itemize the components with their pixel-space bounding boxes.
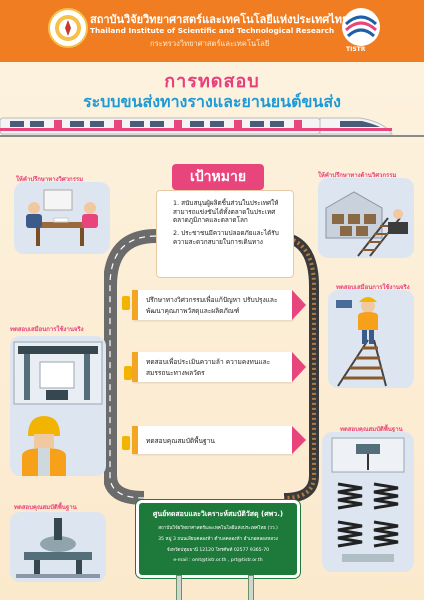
machine-test-illustration bbox=[10, 336, 106, 476]
sign-title: ศูนย์ทดสอบและวิเคราะห์สมบัติวัสดุ (ศพว.) bbox=[152, 510, 284, 518]
tistr-emblem-icon bbox=[48, 8, 88, 48]
step-basic-properties: ทดสอบคุณสมบัติพื้นฐาน bbox=[132, 426, 306, 454]
sign-post-right bbox=[248, 575, 254, 600]
step-consulting: ปรึกษาทางวิศวกรรมเพื่อแก้ปัญหา ปรับปรุงแ… bbox=[132, 290, 306, 320]
label-right-bottom: ทดสอบคุณสมบัติพื้นฐาน bbox=[340, 426, 403, 433]
tistr-logo-label: TISTR bbox=[346, 46, 366, 53]
label-left-bottom: ทดสอบคุณสมบัติพื้นฐาน bbox=[14, 504, 77, 511]
step-fatigue-test-text: ทดสอบเพื่อประเมินความล้า ความคงทนและสมรร… bbox=[146, 358, 271, 377]
sign-line-2: 35 หมู่ 3 ถนนเลียบคลองห้า ตำบลคลองห้า อำ… bbox=[158, 537, 278, 542]
sign-line-4: e-mail : omt@tistr.or.th , prt@tistr.or.… bbox=[173, 558, 263, 563]
goal-item-1: 1. สนับสนุนผู้ผลิตชิ้นส่วนในประเทศให้สาม… bbox=[173, 199, 279, 225]
header-bar: สถาบันวิจัยวิทยาศาสตร์และเทคโนโลยีแห่งปร… bbox=[0, 0, 424, 62]
ministry-name: กระทรวงวิทยาศาสตร์และเทคโนโลยี bbox=[150, 39, 270, 48]
tistr-logo-icon bbox=[340, 6, 382, 48]
label-right-top: ให้คำปรึกษาทางด้านวิศวกรรม bbox=[318, 172, 397, 179]
rail-worker-illustration bbox=[328, 290, 414, 388]
arrow-icon bbox=[292, 290, 306, 320]
main-title: การทดสอบ bbox=[164, 71, 260, 92]
label-left-mid: ทดสอบเสมือนการใช้งานจริง bbox=[10, 326, 84, 333]
institute-name-thai: สถาบันวิจัยวิทยาศาสตร์และเทคโนโลยีแห่งปร… bbox=[90, 13, 349, 26]
goal-box: 1. สนับสนุนผู้ผลิตชิ้นส่วนในประเทศให้สาม… bbox=[156, 190, 294, 278]
goal-item-2: 2. ประชาชนมีความปลอดภัยและได้รับความสะดว… bbox=[173, 228, 279, 246]
institute-name-english: Thailand Institute of Scientific and Tec… bbox=[90, 26, 335, 35]
warehouse-illustration bbox=[318, 178, 414, 258]
contact-sign: ศูนย์ทดสอบและวิเคราะห์สมบัติวัสดุ (ศพว.)… bbox=[136, 500, 300, 578]
goal-heading: เป้าหมาย bbox=[172, 164, 264, 190]
step-basic-properties-text: ทดสอบคุณสมบัติพื้นฐาน bbox=[146, 436, 215, 445]
step-fatigue-test: ทดสอบเพื่อประเมินความล้า ความคงทนและสมรร… bbox=[132, 352, 306, 382]
label-left-top: ให้คำปรึกษาทางวิศวกรรม bbox=[16, 176, 84, 183]
label-right-mid: ทดสอบเสมือนการใช้งานจริง bbox=[336, 284, 410, 291]
step-consulting-text: ปรึกษาทางวิศวกรรมเพื่อแก้ปัญหา ปรับปรุงแ… bbox=[146, 296, 278, 315]
sub-title: ระบบขนส่งทางรางและยานยนต์ขนส่ง bbox=[83, 92, 341, 111]
arrow-icon bbox=[292, 352, 306, 382]
arrow-icon bbox=[292, 426, 306, 454]
spring-test-illustration bbox=[322, 432, 414, 572]
train-illustration bbox=[0, 117, 424, 137]
component-test-illustration bbox=[10, 512, 106, 582]
consulting-illustration bbox=[14, 182, 110, 254]
sign-post-left bbox=[176, 575, 182, 600]
sign-line-1: สถาบันวิจัยวิทยาศาสตร์และเทคโนโลยีแห่งปร… bbox=[158, 526, 278, 531]
sign-line-3: จังหวัดปทุมธานี 12120 โทรศัพท์ 02577 936… bbox=[166, 548, 270, 553]
